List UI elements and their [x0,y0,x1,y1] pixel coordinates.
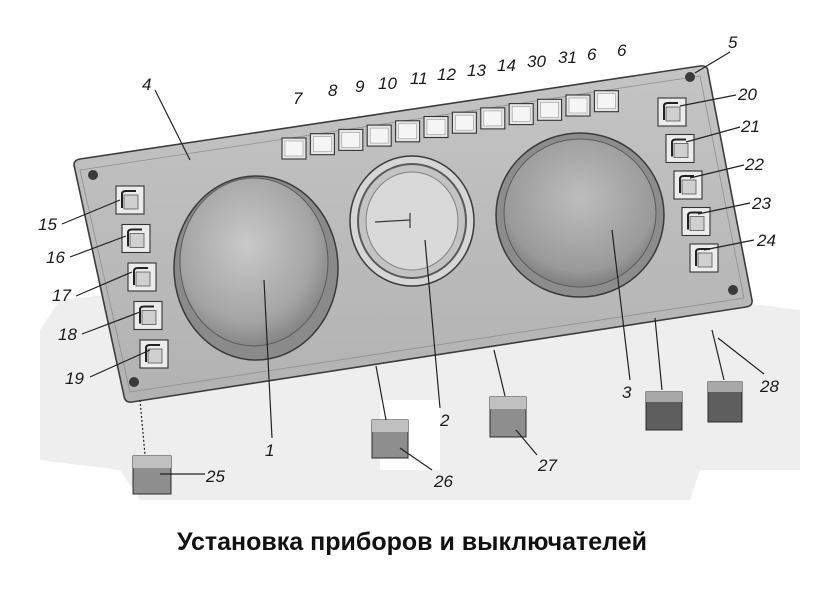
callout-10: 10 [378,74,397,93]
callout-19: 19 [65,369,84,388]
indicator-lamp [281,137,307,160]
figure-caption: Установка приборов и выключателей [177,528,647,556]
callout-30: 30 [527,52,546,71]
callout-20: 20 [737,85,757,104]
callout-21: 21 [740,117,760,136]
callout-22: 22 [744,155,764,174]
toggle-switch [657,97,687,127]
gauge-center [349,155,475,287]
callout-17: 17 [52,286,71,305]
callout-15: 15 [38,215,57,234]
callout-18: 18 [58,325,77,344]
callout-13: 13 [467,61,486,80]
callout-27: 27 [537,456,557,475]
callout-7: 7 [293,89,303,108]
callout-4: 4 [142,75,151,94]
screw-icon [728,285,738,295]
callout-labels: 4 5 7 8 9 10 11 12 13 14 30 31 6 6 15 16… [38,33,779,491]
callout-28: 28 [759,377,779,396]
callout-24: 24 [756,231,776,250]
callout-25: 25 [205,467,225,486]
gauge-left [173,175,339,361]
switch-column-left [115,185,169,369]
indicator-lamp [480,107,506,130]
toggle-switch [139,339,169,369]
screw-icon [129,377,139,387]
indicator-lamp [537,98,563,121]
callout-9: 9 [355,77,365,96]
indicator-lamp [593,90,619,113]
callout-31: 31 [558,48,577,67]
connector-blocks [132,317,743,495]
callout-5: 5 [728,33,738,52]
indicator-lamp-row [281,90,619,160]
indicator-lamp [395,120,421,143]
callout-1: 1 [265,441,274,460]
indicator-lamp [309,133,335,156]
callout-8: 8 [328,81,338,100]
callout-23: 23 [751,194,771,213]
gauge-right [495,132,665,298]
toggle-switch [115,185,145,215]
callout-6a: 6 [587,45,597,64]
toggle-switch [133,300,163,331]
indicator-lamp [338,128,364,151]
indicator-lamp [508,103,534,126]
callout-26: 26 [433,472,453,491]
callout-2: 2 [439,411,450,430]
callout-6b: 6 [617,41,627,60]
callout-16: 16 [46,248,65,267]
callout-3: 3 [622,383,632,402]
screw-icon [88,170,98,180]
toggle-switch [121,223,151,254]
leader-lines [61,51,765,475]
indicator-lamp [423,115,449,139]
indicator-lamp [565,94,591,117]
callout-11: 11 [410,69,428,88]
toggle-switch [127,262,157,292]
indicator-lamp [451,111,477,134]
indicator-lamp [366,124,392,147]
toggle-switch [665,133,695,164]
toggle-switch [673,170,703,200]
toggle-switch [681,206,711,237]
callout-14: 14 [497,56,516,75]
callout-12: 12 [437,65,456,84]
screw-icon [685,72,695,82]
